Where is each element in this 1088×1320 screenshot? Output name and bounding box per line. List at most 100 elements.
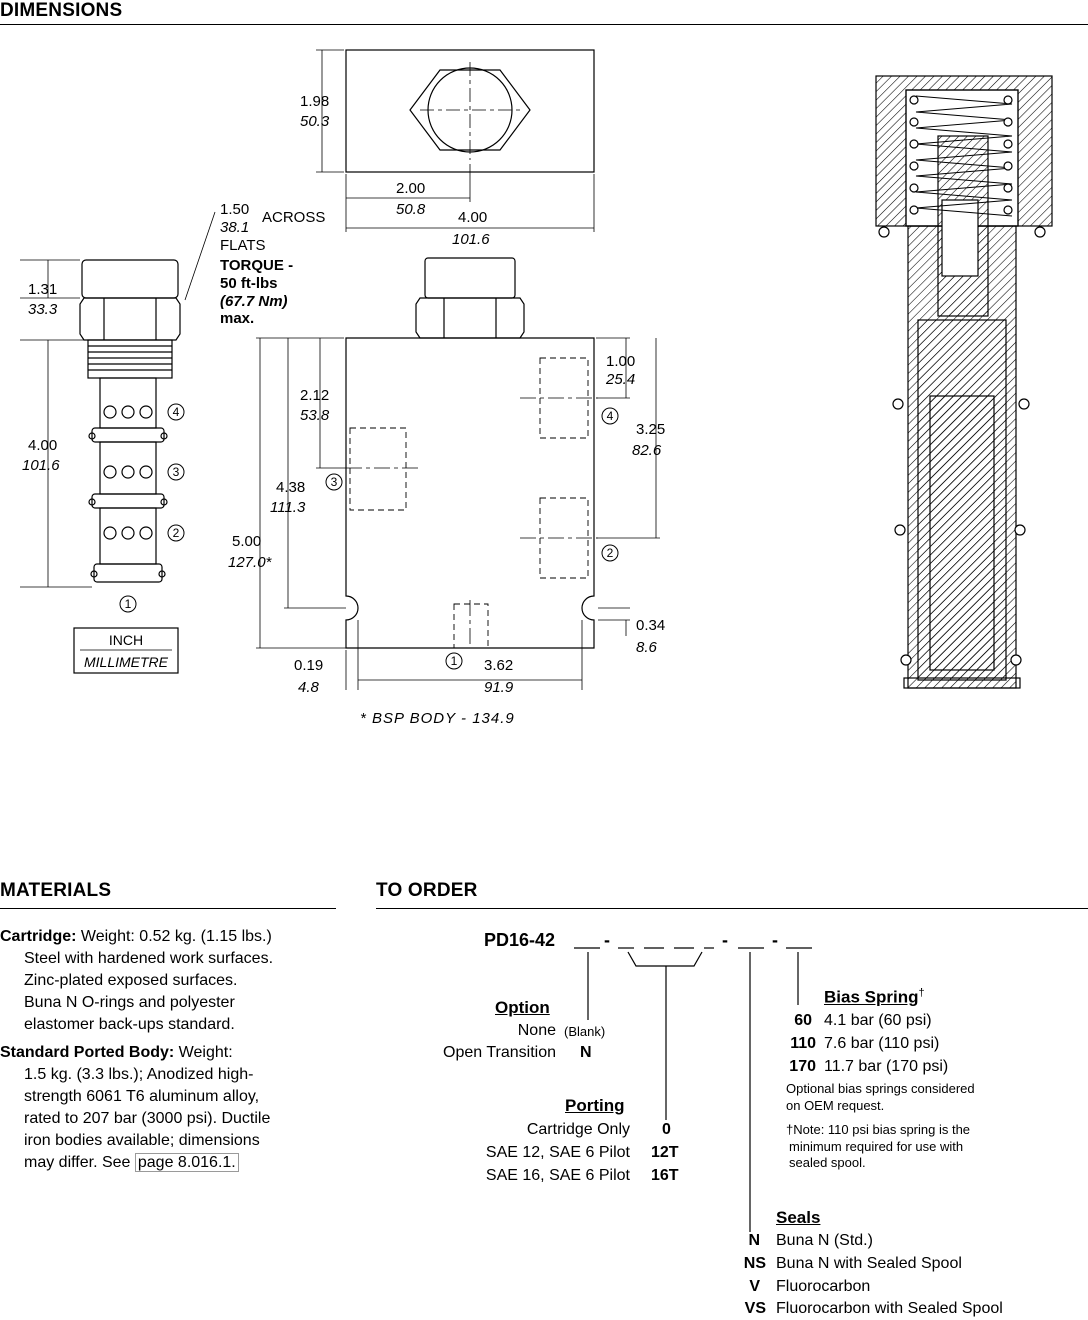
cartridge-section-view xyxy=(875,75,1053,689)
head-in: 1.31 xyxy=(28,281,57,298)
bias-item-1-code: 110 xyxy=(790,1035,816,1052)
porting-item-1-label: SAE 12, SAE 6 Pilot xyxy=(485,1144,630,1161)
bias-note-2: on OEM request. xyxy=(786,1098,885,1113)
front-d6-in: 0.34 xyxy=(636,617,665,634)
body-line-0: Weight: xyxy=(174,1044,233,1061)
front-d3-in: 5.00 xyxy=(232,533,261,550)
front-d6-mm: 8.6 xyxy=(636,639,658,656)
top-height-in: 1.98 xyxy=(300,93,329,110)
top-center-mm: 50.8 xyxy=(396,201,426,218)
top-width-mm: 101.6 xyxy=(452,231,490,248)
front-d2-mm: 111.3 xyxy=(270,499,306,516)
svg-text:-: - xyxy=(604,930,610,950)
option-open-code: N xyxy=(580,1044,592,1061)
option-none-label: None xyxy=(517,1022,556,1039)
option-title: Option xyxy=(495,998,550,1017)
head-mm: 33.3 xyxy=(28,301,58,318)
legend-millimetre: MILLIMETRE xyxy=(84,654,169,670)
across-label: ACROSS xyxy=(262,209,325,226)
torque-line-4: max. xyxy=(220,310,254,327)
bias-title-wrap: Bias Spring† xyxy=(824,987,925,1008)
bias-item-2-code: 170 xyxy=(789,1058,816,1075)
cartridge-port-4: 4 xyxy=(173,405,180,419)
cartridge-line-4: elastomer back-ups standard. xyxy=(24,1016,235,1033)
flats-label: FLATS xyxy=(220,237,266,254)
body-port-3: 3 xyxy=(331,475,338,489)
materials-rule xyxy=(0,908,336,909)
torque-line-1: TORQUE - xyxy=(220,257,293,274)
body-port-2: 2 xyxy=(607,546,614,560)
across-mm: 38.1 xyxy=(220,219,249,236)
body-line-5: may differ. See xyxy=(24,1154,135,1171)
cartridge-port-1: 1 xyxy=(125,597,132,611)
body-line-1: 1.5 kg. (3.3 lbs.); Anodized high- xyxy=(24,1066,254,1083)
body-line-4: iron bodies available; dimensions xyxy=(24,1132,260,1149)
porting-item-0-code: 0 xyxy=(662,1121,671,1138)
front-d4-mm: 25.4 xyxy=(605,371,635,388)
front-d8-mm: 91.9 xyxy=(484,679,514,696)
seals-item-3-label: Fluorocarbon with Sealed Spool xyxy=(776,1300,1003,1317)
materials-cartridge: Cartridge: Weight: 0.52 kg. (1.15 lbs.) … xyxy=(0,926,340,1036)
svg-text:-: - xyxy=(772,930,778,950)
model-code: PD16-42 xyxy=(484,930,556,950)
seals-item-1-label: Buna N with Sealed Spool xyxy=(776,1255,962,1272)
option-open-label: Open Transition xyxy=(443,1044,556,1061)
front-d7-in: 0.19 xyxy=(294,657,323,674)
body-line-2: strength 6061 T6 aluminum alloy, xyxy=(24,1088,260,1105)
svg-text:-: - xyxy=(722,930,728,950)
bias-title: Bias Spring xyxy=(824,987,919,1007)
to-order-rule xyxy=(376,908,1088,909)
top-center-in: 2.00 xyxy=(396,180,425,197)
materials-heading: MATERIALS xyxy=(0,880,112,901)
front-d4-in: 1.00 xyxy=(606,353,635,370)
porting-item-2-label: SAE 16, SAE 6 Pilot xyxy=(485,1167,630,1184)
body-in: 4.00 xyxy=(28,437,57,454)
seals-item-2-code: V xyxy=(749,1278,760,1295)
body-label: Standard Ported Body: xyxy=(0,1044,175,1061)
cartridge-port-3: 3 xyxy=(173,465,180,479)
porting-item-2-code: 16T xyxy=(651,1167,679,1184)
seals-item-3-code: VS xyxy=(744,1300,766,1317)
body-port-1: 1 xyxy=(451,654,458,668)
front-d1-mm: 53.8 xyxy=(300,407,330,424)
top-width-in: 4.00 xyxy=(458,209,487,226)
top-height-mm: 50.3 xyxy=(300,113,330,130)
option-none-code: (Blank) xyxy=(564,1024,606,1039)
bias-note-3: †Note: 110 psi bias spring is the xyxy=(786,1122,971,1137)
page-link[interactable]: page 8.016.1. xyxy=(134,1153,239,1172)
torque-line-3: (67.7 Nm) xyxy=(220,293,288,310)
cartridge-line-0: Weight: 0.52 kg. (1.15 lbs.) xyxy=(76,928,272,945)
body-front-view xyxy=(345,257,598,649)
bias-item-1-label: 7.6 bar (110 psi) xyxy=(824,1035,940,1052)
seals-item-2-label: Fluorocarbon xyxy=(776,1278,871,1295)
bias-note-5: sealed spool. xyxy=(789,1155,866,1170)
body-mm: 101.6 xyxy=(22,457,60,474)
dimensions-heading: DIMENSIONS xyxy=(0,0,123,21)
legend-inch: INCH xyxy=(109,632,143,648)
body-line-3: rated to 207 bar (3000 psi). Ductile xyxy=(24,1110,271,1127)
front-d2-in: 4.38 xyxy=(276,479,305,496)
body-port-4: 4 xyxy=(607,409,614,423)
front-d5-mm: 82.6 xyxy=(632,442,662,459)
seals-item-1-code: NS xyxy=(743,1255,766,1272)
porting-item-0-label: Cartridge Only xyxy=(526,1121,630,1138)
porting-item-1-code: 12T xyxy=(651,1144,679,1161)
dimensions-rule xyxy=(0,24,1088,25)
porting-title: Porting xyxy=(565,1096,625,1115)
bias-item-0-code: 60 xyxy=(794,1012,812,1029)
to-order-heading: TO ORDER xyxy=(376,880,478,901)
front-d7-mm: 4.8 xyxy=(298,679,320,696)
bsp-body-note: * BSP BODY - 134.9 xyxy=(360,710,515,727)
bias-dagger: † xyxy=(918,987,925,999)
cartridge-outline xyxy=(79,259,181,583)
front-d3-mm: 127.0* xyxy=(228,554,273,571)
cartridge-line-2: Zinc-plated exposed surfaces. xyxy=(24,972,238,989)
cartridge-label: Cartridge: xyxy=(0,928,77,945)
unit-legend-box xyxy=(73,627,179,674)
bias-item-2-label: 11.7 bar (170 psi) xyxy=(824,1058,949,1075)
seals-item-0-label: Buna N (Std.) xyxy=(776,1232,873,1249)
across-in: 1.50 xyxy=(220,201,249,218)
bias-note-1: Optional bias springs considered xyxy=(786,1081,975,1096)
bias-item-0-label: 4.1 bar (60 psi) xyxy=(824,1012,932,1029)
